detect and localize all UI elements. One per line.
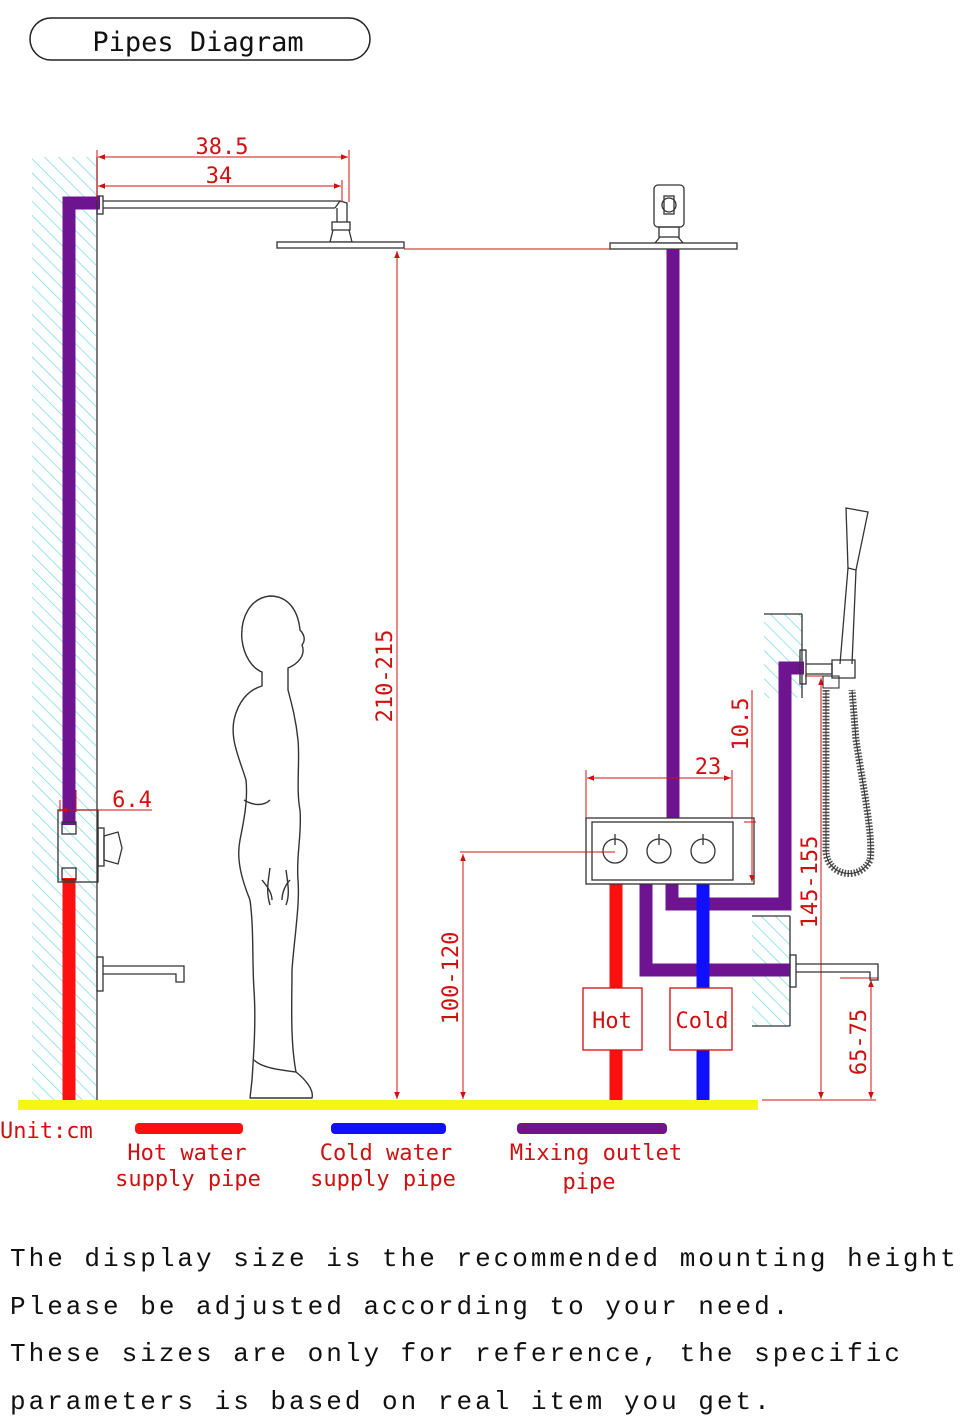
legend-mix-line1: Mixing outlet	[510, 1141, 682, 1166]
dim-valve-width-label: 23	[695, 755, 722, 780]
floor-line	[18, 1100, 758, 1110]
legend-cold-line1: Cold water	[320, 1141, 452, 1166]
legend-cold-line2: supply pipe	[310, 1167, 456, 1192]
notes-block: The display size is the recommended moun…	[10, 1236, 955, 1426]
dim-valve-width: 23	[586, 755, 732, 818]
shower-hose	[823, 676, 871, 873]
legend-hot: Hot water supply pipe	[115, 1123, 261, 1192]
dim-wall-offset-label: 6.4	[112, 788, 152, 813]
note-line-3: These sizes are only for reference, the …	[10, 1331, 955, 1379]
shower-arm	[97, 196, 352, 242]
title-badge: Pipes Diagram	[30, 18, 370, 60]
legend-mix-swatch	[517, 1123, 667, 1134]
cold-label: Cold	[676, 1009, 729, 1034]
dim-arm-inner: 34	[206, 164, 233, 189]
legend-cold: Cold water supply pipe	[310, 1123, 456, 1192]
note-line-4: parameters is based on real item you get…	[10, 1379, 955, 1426]
right-tub-spout	[790, 955, 878, 987]
pipes-diagram: Pipes Diagram	[0, 0, 960, 1230]
left-tub-spout	[97, 957, 184, 991]
legend: Hot water supply pipe Cold water supply …	[115, 1123, 682, 1195]
ceiling-shower	[654, 185, 684, 243]
dim-valve-height-label: 100-120	[439, 932, 464, 1025]
concealed-valve	[586, 818, 754, 884]
note-line-2: Please be adjusted according to your nee…	[10, 1284, 955, 1332]
legend-hot-swatch	[135, 1123, 243, 1134]
cold-label-box: Cold	[670, 988, 732, 1050]
legend-hot-line2: supply pipe	[115, 1167, 261, 1192]
left-shower-head	[277, 242, 404, 248]
dim-valve-height: 100-120	[439, 852, 615, 1099]
hot-label-box: Hot	[583, 988, 642, 1050]
dim-arm: 38.5 34	[97, 135, 349, 202]
legend-mix: Mixing outlet pipe	[510, 1123, 682, 1195]
right-shower-head	[610, 243, 737, 249]
dim-head-height: 210-215	[373, 249, 610, 1099]
dim-arm-outer: 38.5	[196, 135, 249, 160]
hand-shower	[800, 508, 868, 684]
page-title: Pipes Diagram	[92, 27, 303, 58]
human-figure	[233, 596, 312, 1098]
dim-holder-offset-label: 10.5	[729, 698, 754, 751]
legend-cold-swatch	[331, 1123, 446, 1134]
dim-head-height-label: 210-215	[373, 630, 398, 723]
legend-hot-line1: Hot water	[127, 1141, 246, 1166]
legend-mix-line2: pipe	[563, 1170, 616, 1195]
dim-holder-height-label: 145-155	[798, 836, 823, 929]
note-line-1: The display size is the recommended moun…	[10, 1236, 955, 1284]
unit-label: Unit:cm	[0, 1119, 93, 1144]
hot-label: Hot	[592, 1009, 632, 1034]
dim-spout-height-label: 65-75	[847, 1009, 872, 1075]
